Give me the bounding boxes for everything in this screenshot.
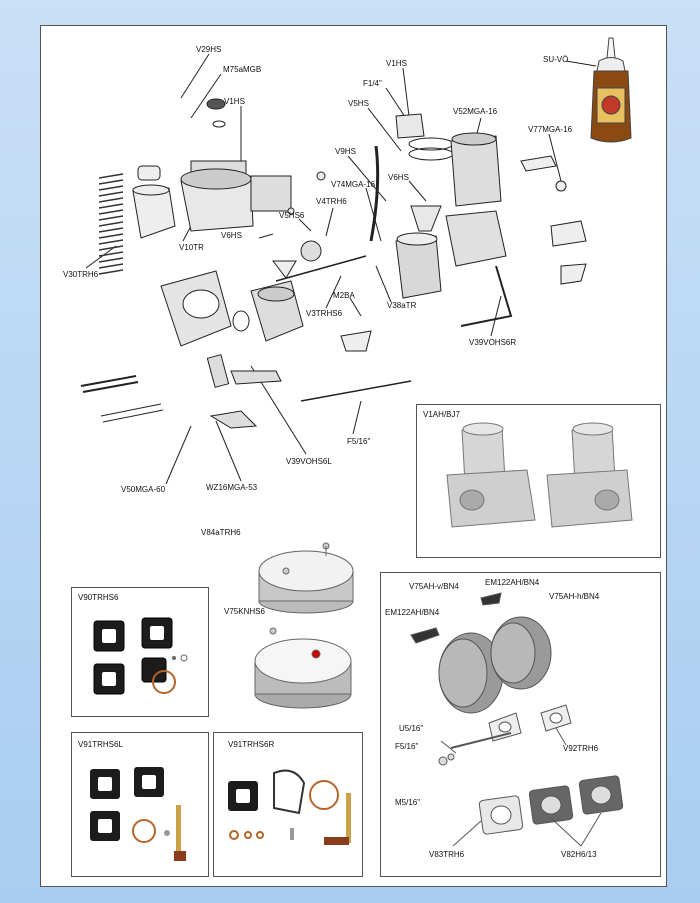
label-v30trh6: V30TRH6 — [63, 270, 99, 279]
label-v74mga16: V74MGA-16 — [331, 180, 376, 189]
label-v39vohs6l: V39VOHS6L — [286, 457, 332, 466]
label-v6hs-b: V6HS — [388, 173, 409, 182]
label-f14: F1/4" — [363, 79, 382, 88]
label-v92trh6: V92TRH6 — [563, 744, 599, 753]
label-m2ba: M2BA — [333, 291, 355, 300]
label-suvo: SU-VÖ — [543, 55, 569, 64]
label-m516: M5/16" — [395, 798, 421, 807]
carburettor-icon — [446, 422, 633, 528]
exploded-diagram — [80, 37, 632, 485]
float-chamber-icon — [395, 232, 442, 299]
gasket-kit-v91r-title: V91TRHS6R — [228, 740, 275, 749]
label-v82h613: V82H6/13 — [561, 850, 597, 859]
parts-sheet: V29HS M75aMGB V1HS V10TR V30TRH6 V6HS V5… — [40, 25, 667, 887]
label-v75ahh: V75AH-h/BN4 — [549, 592, 600, 601]
gasket-kit-v91r: V91TRHS6R — [213, 732, 363, 877]
label-u516: U5/16" — [399, 724, 424, 733]
carburettor-icon — [160, 260, 304, 347]
label-em122-a: EM122AH/BN4 — [485, 578, 540, 587]
label-v84atrh6: V84aTRH6 — [201, 528, 241, 537]
gasket-icon — [228, 769, 351, 845]
label-wz16mga53: WZ16MGA-53 — [206, 483, 258, 492]
carburettor-icon — [180, 98, 292, 232]
label-v3trhs6: V3TRHS6 — [306, 309, 343, 318]
label-v5hs: V5HS — [348, 99, 369, 108]
label-v5hs6: V5HS6 — [279, 211, 305, 220]
label-v1hs-b: V1HS — [386, 59, 407, 68]
piston-icon — [132, 165, 176, 239]
label-v75ahv: V75AH-v/BN4 — [409, 582, 459, 591]
gasket-kit-v91l: V91TRHS6L — [71, 732, 209, 877]
filter-parts-panel: V75AH-v/BN4 EM122AH/BN4 V75AH-h/BN4 EM12… — [380, 572, 661, 877]
carburettor-icon — [395, 113, 507, 267]
label-f516-b: F5/16" — [395, 742, 419, 751]
label-v29hs: V29HS — [196, 45, 222, 54]
carb-photo-panel: V1AH/BJ7 — [416, 404, 661, 558]
label-v4trh6: V4TRH6 — [316, 197, 347, 206]
label-v75knhs6: V75KNHS6 — [224, 607, 265, 616]
carb-photo-title: V1AH/BJ7 — [423, 410, 460, 419]
label-v1hs-a: V1HS — [224, 97, 245, 106]
spring-icon — [98, 173, 124, 275]
gasket-kit-v90-title: V90TRHS6 — [78, 593, 119, 602]
label-v9hs: V9HS — [335, 147, 356, 156]
oil-bottle-icon — [590, 37, 632, 143]
gasket-icon — [93, 617, 188, 695]
label-v10tr: V10TR — [179, 243, 204, 252]
gasket-kit-v91l-title: V91TRHS6L — [78, 740, 123, 749]
label-v38atr: V38aTR — [387, 301, 417, 310]
label-f516: F5/16" — [347, 437, 371, 446]
linkage-icon — [80, 354, 282, 429]
gasket-kit-v90: V90TRHS6 — [71, 587, 209, 717]
air-filter-icon — [410, 592, 624, 847]
label-v39vohs6r: V39VOHS6R — [469, 338, 517, 347]
label-m75amgb: M75aMGB — [223, 65, 262, 74]
gasket-icon — [90, 767, 186, 861]
label-em122-b: EM122AH/BN4 — [385, 608, 440, 617]
label-v52mga16: V52MGA-16 — [453, 107, 498, 116]
label-v50mga60: V50MGA-60 — [121, 485, 166, 494]
label-v77mga16: V77MGA-16 — [528, 125, 573, 134]
label-v6hs-a: V6HS — [221, 231, 242, 240]
label-v83trh6: V83TRH6 — [429, 850, 465, 859]
